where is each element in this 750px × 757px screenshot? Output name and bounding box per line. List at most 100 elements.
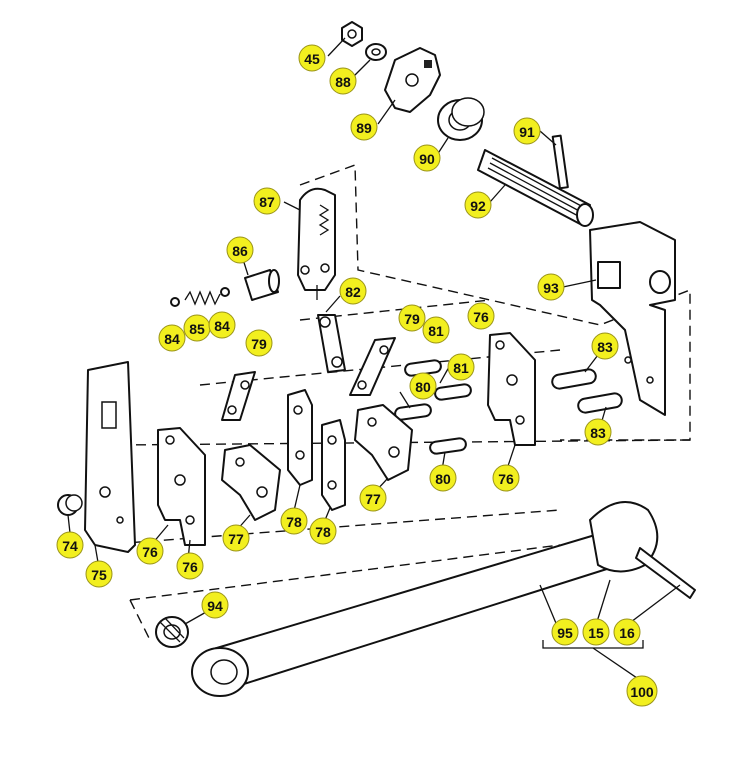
- callout-16: 16: [613, 618, 641, 646]
- callout-80: 80: [429, 464, 457, 492]
- callout-label: 74: [62, 538, 78, 554]
- callout-circle: [464, 191, 492, 219]
- callout-label: 90: [419, 151, 435, 167]
- callout-label: 84: [214, 318, 230, 334]
- pin-part-91: [551, 134, 569, 190]
- callout-label: 100: [630, 684, 654, 700]
- callout-label: 16: [619, 625, 635, 641]
- callout-84: 84: [158, 324, 186, 352]
- pin-part-80-lower: [429, 437, 467, 455]
- callout-label: 76: [473, 309, 489, 325]
- callout-45: 45: [298, 44, 326, 72]
- callout-circle: [309, 517, 337, 545]
- callout-78: 78: [309, 517, 337, 545]
- callout-label: 77: [365, 491, 381, 507]
- callout-label: 87: [259, 194, 275, 210]
- callout-circle: [626, 675, 658, 707]
- lever-part-95: [191, 501, 696, 697]
- callout-circle: [613, 618, 641, 646]
- callout-circle: [85, 560, 113, 588]
- callout-label: 93: [543, 280, 559, 296]
- callout-label: 81: [428, 323, 444, 339]
- callout-79: 79: [245, 329, 273, 357]
- callout-circle: [409, 372, 437, 400]
- callout-label: 91: [519, 124, 535, 140]
- rail-part-78-right: [321, 419, 346, 511]
- callout-83: 83: [591, 332, 619, 360]
- callout-circle: [253, 187, 281, 215]
- callout-81: 81: [422, 316, 450, 344]
- callout-label: 79: [251, 336, 267, 352]
- callout-label: 83: [597, 339, 613, 355]
- callout-label: 83: [590, 425, 606, 441]
- callout-circle: [591, 332, 619, 360]
- shaft-part-92: [477, 149, 594, 227]
- callout-circle: [222, 524, 250, 552]
- callout-76: 76: [176, 552, 204, 580]
- callout-88: 88: [329, 67, 357, 95]
- callout-circle: [467, 302, 495, 330]
- callout-circle: [158, 324, 186, 352]
- callout-label: 80: [435, 471, 451, 487]
- callout-label: 94: [207, 598, 223, 614]
- callout-circle: [339, 277, 367, 305]
- callout-85: 85: [183, 314, 211, 342]
- callout-15: 15: [582, 618, 610, 646]
- callout-circle: [584, 418, 612, 446]
- callout-label: 84: [164, 331, 180, 347]
- callout-label: 78: [315, 524, 331, 540]
- callout-76: 76: [467, 302, 495, 330]
- bracket-part-89: [384, 47, 441, 113]
- callout-circle: [350, 113, 378, 141]
- spring-part-85: [170, 287, 230, 307]
- callout-93: 93: [537, 273, 565, 301]
- plate-part-79-right: [349, 337, 396, 396]
- callout-circle: [359, 484, 387, 512]
- plunger-part-86: [244, 269, 280, 301]
- callout-80: 80: [409, 372, 437, 400]
- pin-part-80-upper: [394, 403, 432, 421]
- callout-circle: [298, 44, 326, 72]
- callout-circle: [176, 552, 204, 580]
- callout-circle: [226, 236, 254, 264]
- pin-part-81-lower: [434, 383, 472, 401]
- callout-circle: [492, 464, 520, 492]
- callout-label: 77: [228, 531, 244, 547]
- callout-87: 87: [253, 187, 281, 215]
- callout-95: 95: [551, 618, 579, 646]
- callout-79: 79: [398, 304, 426, 332]
- callout-78: 78: [280, 507, 308, 535]
- fork-part-77-right: [354, 404, 413, 481]
- fork-part-77-left: [221, 444, 281, 521]
- callout-circle: [582, 618, 610, 646]
- bushing-part-94: [155, 616, 189, 648]
- callout-circle: [201, 591, 229, 619]
- callout-label: 86: [232, 243, 248, 259]
- plate-part-75: [84, 361, 136, 553]
- rail-part-76-left: [157, 427, 206, 546]
- plate-part-79-left: [221, 371, 256, 421]
- callout-76: 76: [492, 464, 520, 492]
- callout-label: 76: [142, 544, 158, 560]
- bushing-part-90: [437, 97, 485, 141]
- callout-label: 79: [404, 311, 420, 327]
- callout-84: 84: [208, 311, 236, 339]
- callout-90: 90: [413, 144, 441, 172]
- callout-label: 45: [304, 51, 320, 67]
- callout-label: 88: [335, 74, 351, 90]
- callout-89: 89: [350, 113, 378, 141]
- callout-77: 77: [359, 484, 387, 512]
- callout-circle: [422, 316, 450, 344]
- callout-77: 77: [222, 524, 250, 552]
- interlock-part-82: [316, 285, 346, 373]
- callout-label: 95: [557, 625, 573, 641]
- callout-label: 82: [345, 284, 361, 300]
- washer-part-88: [365, 43, 387, 61]
- callout-circle: [56, 531, 84, 559]
- callout-100: 100: [626, 675, 658, 707]
- rail-part-76-right: [487, 332, 536, 446]
- callout-circle: [551, 618, 579, 646]
